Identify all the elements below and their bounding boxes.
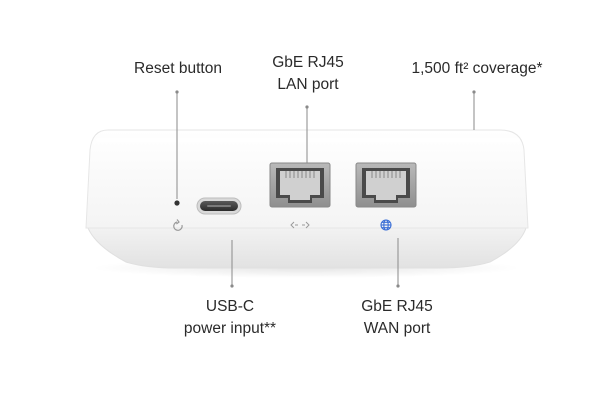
wan-port-label: GbE RJ45 WAN port bbox=[334, 296, 460, 340]
lan-port-label: GbE RJ45 LAN port bbox=[245, 52, 371, 96]
body-highlight bbox=[96, 138, 520, 142]
reset-button-label-text: Reset button bbox=[134, 60, 222, 77]
wan-port-label-line2: WAN port bbox=[363, 320, 431, 337]
coverage-label-text: 1,500 ft² coverage* bbox=[411, 60, 543, 77]
wan-port-label-line1: GbE RJ45 bbox=[361, 298, 433, 315]
reset-leader-dot bbox=[175, 90, 179, 94]
reset-button-label: Reset button bbox=[118, 58, 238, 80]
device-base bbox=[87, 227, 527, 269]
wan-leader-dot bbox=[396, 284, 400, 288]
globe-icon bbox=[380, 219, 392, 231]
lan-port-label-line1: GbE RJ45 bbox=[272, 54, 344, 71]
refresh-icon bbox=[173, 219, 183, 231]
usbc-leader-dot bbox=[230, 284, 234, 288]
reset-pinhole bbox=[174, 200, 180, 206]
usb-c-port bbox=[196, 197, 242, 215]
usbc-label: USB-C power input** bbox=[160, 296, 300, 340]
lan-leader-dot bbox=[305, 105, 309, 109]
usbc-label-line1: USB-C bbox=[205, 298, 255, 315]
coverage-label: 1,500 ft² coverage* bbox=[386, 58, 568, 80]
coverage-leader-dot bbox=[472, 90, 476, 94]
bidirectional-arrow-icon bbox=[290, 221, 310, 229]
lan-port bbox=[269, 162, 331, 208]
lan-port-label-line2: LAN port bbox=[277, 76, 339, 93]
wan-port bbox=[355, 162, 417, 208]
usbc-label-line2: power input** bbox=[183, 320, 277, 337]
